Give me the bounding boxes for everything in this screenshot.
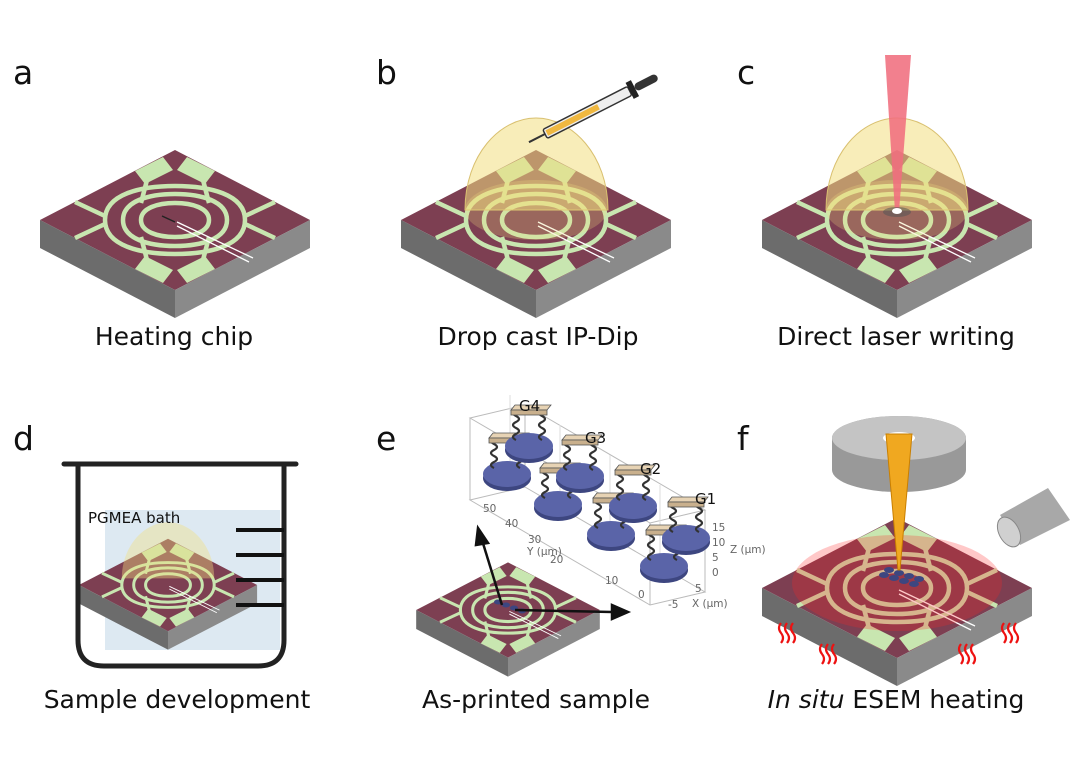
y-tick-20: 20 xyxy=(550,554,563,566)
x-tick-5: 5 xyxy=(695,583,702,595)
panel-letter-a: a xyxy=(13,53,33,92)
z-tick-15: 15 xyxy=(712,522,725,534)
lattice-array xyxy=(879,567,924,587)
x-axis-label: X (µm) xyxy=(692,598,728,610)
y-tick-0: 0 xyxy=(638,589,645,601)
caption-a: Heating chip xyxy=(95,322,253,351)
detector-icon xyxy=(996,488,1070,548)
panel-letter-f: f xyxy=(737,419,750,458)
caption-f: In situ ESEM heating xyxy=(768,685,1025,714)
captions: Heating chip Drop cast IP-Dip Direct las… xyxy=(44,322,1025,714)
as-printed-chip xyxy=(414,560,602,679)
y-tick-10: 10 xyxy=(605,575,618,587)
panel-f xyxy=(762,416,1070,686)
z-tick-5: 5 xyxy=(712,552,719,564)
heating-chip xyxy=(40,150,310,318)
group-label-g1: G1 xyxy=(695,490,716,508)
droplet-footprint xyxy=(465,180,607,240)
caption-e: As-printed sample xyxy=(422,685,650,714)
z-axis-label: Z (µm) xyxy=(730,544,766,556)
beaker xyxy=(61,461,299,669)
group-label-g4: G4 xyxy=(519,397,540,415)
bath-label: PGMEA bath xyxy=(88,509,180,527)
panel-e xyxy=(414,395,712,679)
panel-labels: a b c d e f xyxy=(13,53,755,458)
panel-letter-d: d xyxy=(13,419,34,458)
ip-dip-droplet xyxy=(464,117,609,211)
z-tick-0: 0 xyxy=(712,567,719,579)
beaker-graduations xyxy=(236,528,284,607)
panel-letter-c: c xyxy=(737,53,755,92)
panel-letter-b: b xyxy=(376,53,397,92)
submerged-chip xyxy=(77,522,259,652)
dropper-icon xyxy=(528,74,658,144)
y-axis-label: Y (µm) xyxy=(526,546,562,558)
y-tick-50: 50 xyxy=(483,503,496,515)
caption-b: Drop cast IP-Dip xyxy=(438,322,639,351)
electron-beam xyxy=(885,433,913,571)
group-label-g2: G2 xyxy=(640,460,661,478)
caption-d: Sample development xyxy=(44,685,311,714)
panel-b xyxy=(401,74,671,318)
panel-letter-e: e xyxy=(376,419,396,458)
heat-glow xyxy=(792,535,1002,631)
panel-c xyxy=(762,55,1032,318)
group-label-g3: G3 xyxy=(585,429,606,447)
laser-beam xyxy=(885,55,911,212)
caption-f-italic: In situ xyxy=(768,685,845,714)
caption-c: Direct laser writing xyxy=(777,322,1015,351)
caption-f-rest: ESEM heating xyxy=(844,685,1024,714)
laser-focus xyxy=(892,208,902,214)
group-labels: G4 G3 G2 G1 xyxy=(519,397,716,508)
tip-mark xyxy=(161,215,176,223)
zoom-arrows xyxy=(474,524,632,621)
y-tick-40: 40 xyxy=(505,518,518,530)
heat-icons xyxy=(777,622,1020,665)
z-tick-10: 10 xyxy=(712,537,725,549)
panel-d xyxy=(61,461,299,669)
panel-a xyxy=(40,150,310,318)
y-tick-30: 30 xyxy=(528,534,541,546)
x-tick-neg5: -5 xyxy=(668,599,678,611)
axis-labels: 50 40 30 Y (µm) 20 10 0 15 10 Z (µm) 5 0… xyxy=(483,503,766,611)
